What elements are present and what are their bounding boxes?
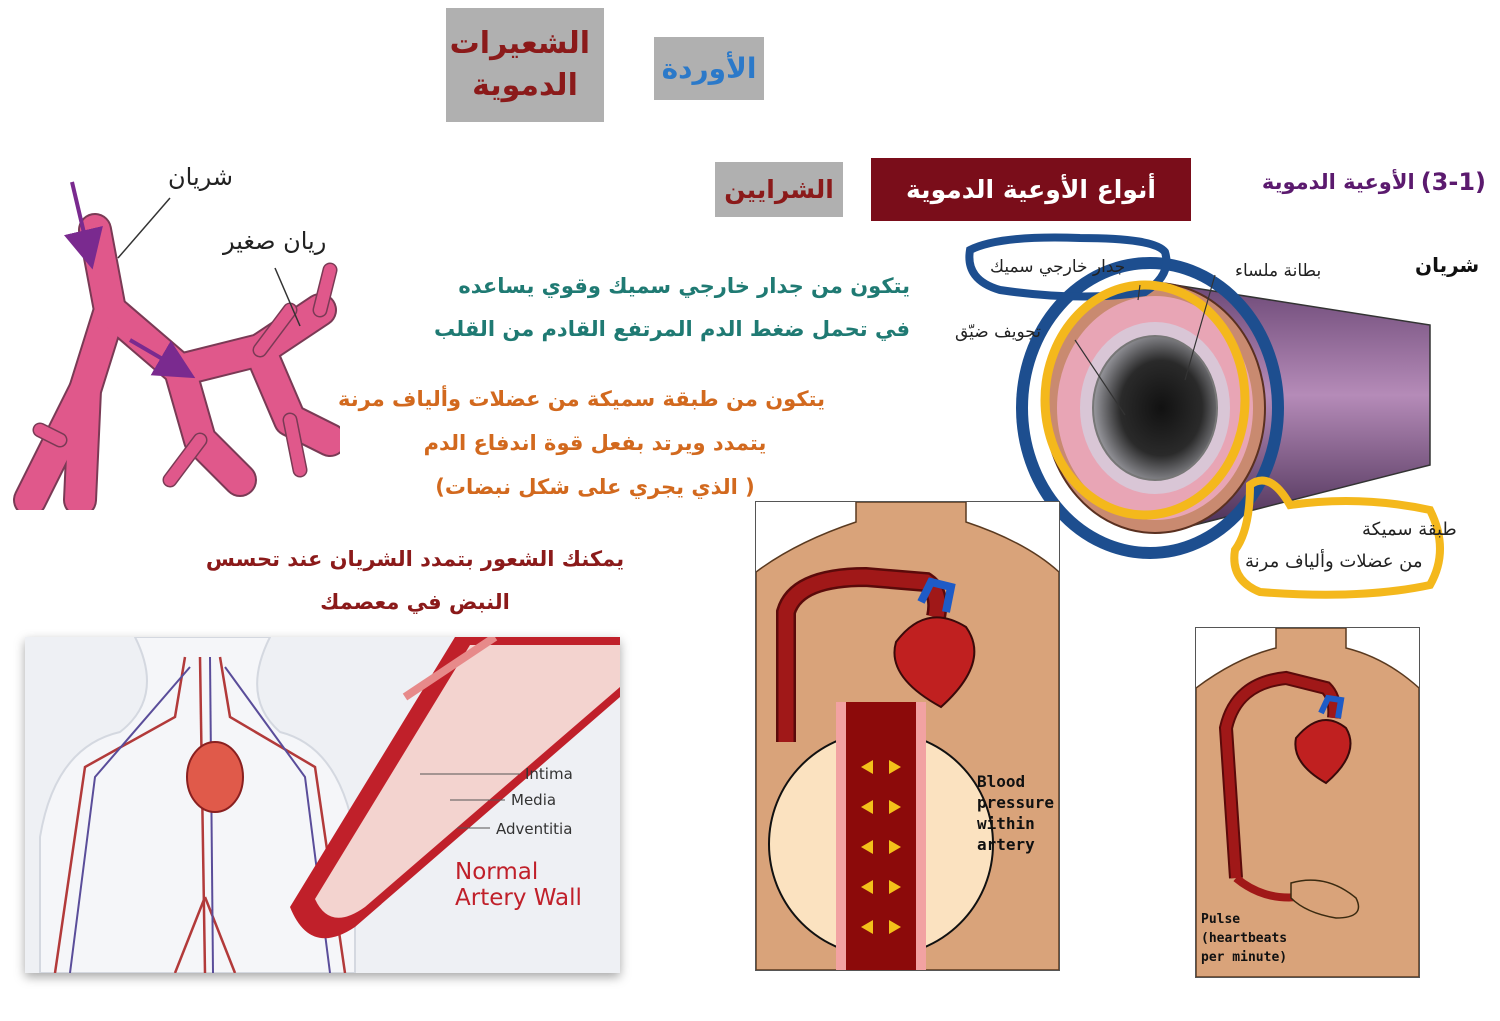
bp-label-line1: Blood (977, 772, 1026, 791)
section-title: الأوعية الدموية (1261, 170, 1415, 194)
pulse-label-line3: per minute) (1201, 950, 1288, 965)
wall-caption-line1: Normal (455, 859, 539, 885)
cross-label-narrow-lumen: تجويف ضيّق (955, 322, 1041, 342)
cross-label-outer-wall: جدار خارجي سميك (990, 257, 1126, 277)
pulse-label-line1: Pulse (1201, 912, 1241, 927)
artery-wall-figure (25, 637, 620, 973)
torso-artery-illustration (756, 502, 1059, 970)
desc-layer-line1: يتكون من طبقة سميكة من عضلات وألياف مرنة (338, 387, 825, 411)
section-banner-label: أنواع الأوعية الدموية (906, 175, 1156, 204)
section-number: (3-1) (1420, 168, 1486, 196)
tab-veins[interactable]: الأوردة (654, 37, 764, 100)
cross-label-smooth-lining: بطانة ملساء (1235, 261, 1322, 281)
desc-pulse-line1: يمكنك الشعور بتمدد الشريان عند تحسس (205, 547, 625, 571)
cross-label-thick-layer-2: من عضلات وألياف مرنة (1245, 551, 1423, 572)
tab-arteries[interactable]: الشرايين (715, 162, 843, 217)
pulse-torso-illustration (1196, 628, 1419, 977)
cross-title-artery: شريان (1415, 253, 1480, 277)
section-heading: (3-1) الأوعية الدموية (1224, 162, 1486, 202)
tab-capillaries-label: الشعيرات الدموية (449, 26, 590, 103)
blood-pressure-figure (755, 501, 1060, 971)
wall-label-media: Media (511, 791, 557, 809)
tab-capillaries[interactable]: الشعيرات الدموية (446, 8, 604, 122)
pulse-figure (1195, 627, 1420, 978)
tab-veins-label: الأوردة (661, 52, 757, 85)
cross-label-thick-layer-1: طبقة سميكة (1362, 519, 1457, 540)
artery-branch-diagram (13, 181, 340, 510)
desc-layer-line2: يتمدد ويرتد بفعل قوة اندفاع الدم (423, 431, 767, 455)
wall-caption-line2: Artery Wall (455, 885, 582, 911)
bp-label-line3: within (977, 814, 1035, 833)
section-banner: أنواع الأوعية الدموية (871, 158, 1191, 221)
body-vessels-illustration (39, 637, 620, 973)
bp-label-line2: pressure (977, 793, 1055, 812)
tab-arteries-label: الشرايين (724, 175, 834, 204)
artery-cross-section (965, 233, 1444, 599)
wall-label-adventitia: Adventitia (496, 820, 573, 838)
pulse-label-line2: (heartbeats (1201, 931, 1288, 946)
desc-wall-line1: يتكون من جدار خارجي سميك وقوي يساعده (458, 274, 910, 298)
bp-label-line4: artery (977, 835, 1035, 854)
desc-layer-line3: ( الذي يجري على شكل نبضات) (435, 475, 755, 499)
branch-label-small-artery: ريان صغير (223, 227, 327, 255)
desc-wall-line2: في تحمل ضغط الدم المرتفع القادم من القلب (434, 317, 910, 341)
wall-label-intima: Intima (525, 765, 573, 783)
desc-pulse-line2: النبض في معصمك (320, 590, 510, 614)
branch-label-artery: شريان (168, 163, 233, 191)
